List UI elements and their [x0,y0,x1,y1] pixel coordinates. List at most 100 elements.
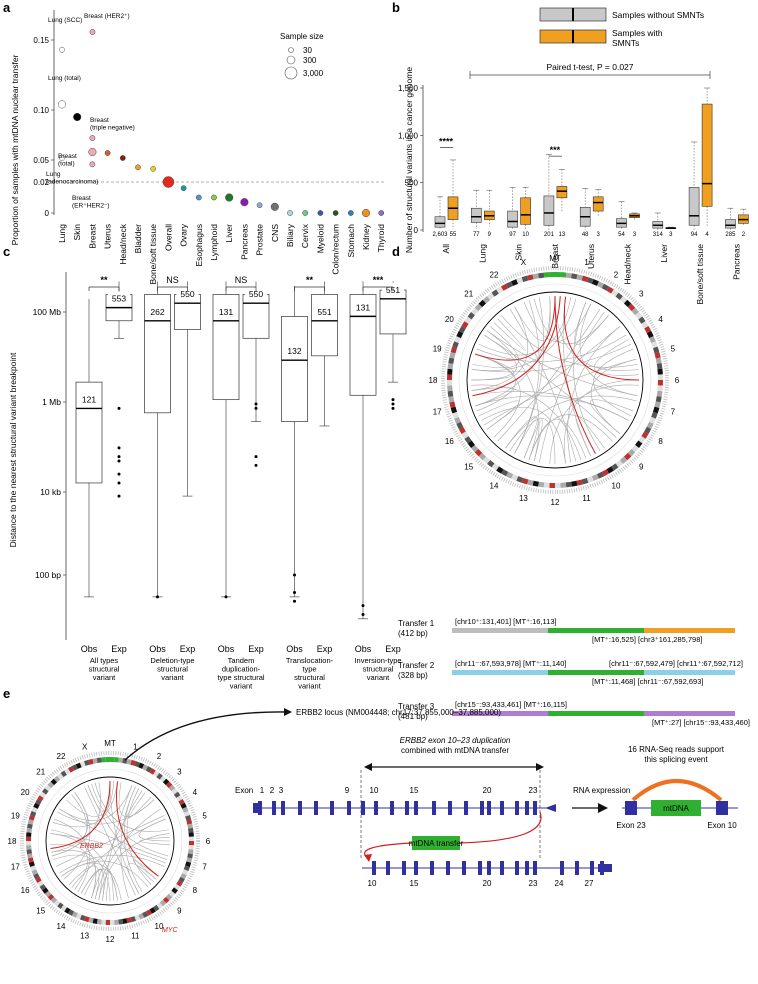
panel-c-n-bg [215,304,237,317]
transfer-size: (481 bp) [398,712,428,721]
panel-d-circos-band [511,279,519,286]
panel-a-point [195,194,202,201]
panel-e-circos-band [105,757,110,763]
panel-d-circos-band [641,321,649,329]
panel-a-point [270,202,279,211]
panel-c-ytick-label: 1 Mb [42,397,61,407]
panel-d-circos-ideogram [447,272,663,488]
panel-d-circos-band [532,273,539,280]
panel-a-category-label: Breast [87,223,97,248]
panel-a-point [119,155,126,161]
panel-c-outlier [254,406,258,410]
panel-d-circos-band [560,482,567,488]
panel-e-circos-band [142,764,149,771]
panel-e-circos-inner-ring [37,768,183,914]
panel-d-circos-cn-ring [466,291,644,469]
exon-box-bottom [402,861,406,875]
panel-e-circos-band [114,757,119,763]
panel-c-box [242,294,270,339]
panel-e-circos-link-grey [50,844,89,890]
legend-size-large: 3,000 [303,69,324,78]
panel-d-circos-band [474,448,483,457]
transfer-label: Transfer 1 [398,619,435,628]
legend-circle-small [288,47,294,53]
panel-c-n-label: 550 [180,289,194,299]
panel-e-circos-band [188,827,194,833]
panel-d-circos-band [646,330,654,339]
panel-d-circos-link-grey [505,416,539,460]
panel-a-point [57,100,67,109]
exon-box-top [390,801,394,815]
panel-c-ytick-label: 100 bp [35,570,61,580]
panel-c-outlier [117,494,121,498]
panel-d-circos-band [611,289,619,297]
panel-d-circos-band [464,436,472,444]
panel-e-circos-links [50,780,171,902]
panel-c-outlier [293,599,296,603]
panel-b-ylabel: Number of structural variants in a cance… [404,67,414,253]
exon-box-top [281,801,285,815]
panel-a-category-label: Bladder [133,224,143,253]
panel-e-circos-band [75,762,82,769]
panel-c-box [174,294,201,330]
panel-e-circos-link-grey [105,870,115,901]
panel-e-circos-band [183,810,190,817]
panel-d-circos-band [478,452,487,461]
panel-c-outlier [293,591,296,595]
transfer-top-coord: [chr10⁺:131,401] [MT⁺:16,113] [455,617,557,626]
panel-e-circos-band [153,904,160,912]
panel-e-circos-band [33,802,40,809]
panel-e-circos-band [30,865,37,872]
panel-d-circos-link-grey [514,300,540,454]
panel-d-circos-band [635,312,643,320]
panel-e-circos-link-red [116,781,159,877]
panel-d-circos-link-grey [471,298,577,371]
panel-e-circos-chrom-label: 4 [193,788,198,797]
transfer-bottom-coord: [MT⁺:16,525] [chr3⁺161,285,798] [592,635,703,644]
panel-d-circos-band [447,374,453,380]
panel-a-point [240,198,249,207]
panel-a-category-label: Esophagus [194,224,204,267]
panel-e-circos-band [182,869,189,876]
panel-d-circos-band [591,279,599,286]
panel-a-point [162,176,175,188]
panel-b-box [688,187,700,226]
panel-e-circos-band [188,849,194,855]
transfer-size: (328 bp) [398,671,428,680]
panel-e-circos-band [165,781,173,789]
exon-box-top [432,801,436,815]
exon-box-bottom [478,861,482,875]
panel-c-n-label: 553 [112,294,126,304]
panel-d-circos-band [571,480,578,487]
panel-d-circos-link-grey [483,358,637,426]
panel-d-circos-band [638,436,646,444]
panel-b-n-label: 13 [559,232,566,238]
panel-d-circos-link-red [554,295,596,454]
panel-e-circos-band [149,768,156,775]
panel-e-circos-band [50,896,58,904]
panel-d-circos-link-grey [514,297,544,454]
panel-a-category-label: Liver [224,224,234,243]
panel-c-exp-label: Exp [385,644,401,654]
exon-box-bottom [515,861,519,875]
panel-b-n-label: 54 [618,232,625,238]
panel-d-circos-band [450,346,458,354]
panel-c-group-label-line: type [302,665,316,674]
panel-d-circos-link-grey [471,384,582,460]
panel-d-circos-band [601,469,609,477]
exon-box-top [525,801,529,815]
panel-e-circos-chrom-label: 2 [157,752,162,761]
panel-e-circos-link-grey [128,792,152,819]
panel-b-group-label: Liver [659,244,669,263]
exon-box-top [258,801,262,815]
panel-e-circos-band [156,902,163,909]
gene-arrow-top [545,804,556,812]
panel-d-circos-band [454,336,461,344]
panel-e-circos-band [118,919,124,925]
locus-arrow-head [284,708,292,716]
panel-c-group-label-line: duplication- [222,665,261,674]
panel-e-circos-link-grey [59,785,133,821]
panel-a-category-label: Myeloid [315,224,325,254]
panel-d-circos-band [474,303,483,312]
